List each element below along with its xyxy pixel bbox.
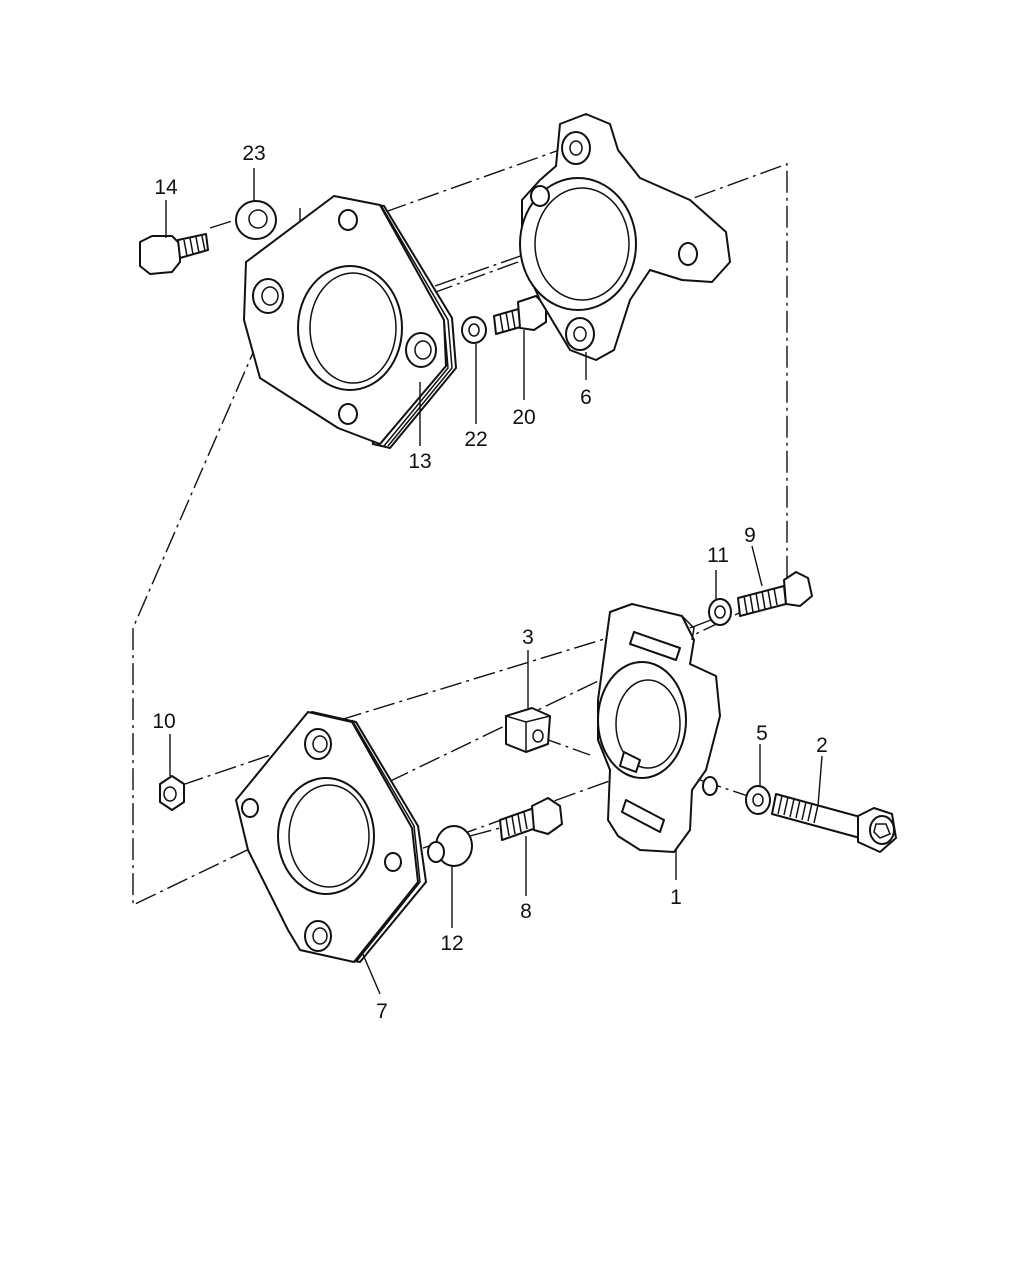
upper-assembly (132, 113, 788, 907)
part-12-bushing (427, 825, 473, 867)
callout-14: 14 (154, 176, 178, 199)
part-9-hex-bolt (737, 571, 813, 617)
part-5-washer (745, 785, 771, 815)
callout-12: 12 (440, 932, 463, 955)
callout-20: 20 (512, 406, 535, 429)
callout-group: 14 23 13 22 20 6 11 9 3 10 5 2 12 8 1 7 (152, 142, 828, 1023)
callout-23: 23 (242, 142, 265, 165)
callout-1: 1 (670, 886, 682, 909)
part-22-washer (461, 316, 487, 344)
part-2-socket-bolt (771, 793, 897, 853)
callout-11: 11 (707, 544, 729, 567)
callout-5: 5 (756, 722, 768, 745)
callout-8: 8 (520, 900, 532, 923)
callout-10: 10 (152, 710, 175, 733)
part-8-bolt (499, 797, 563, 841)
part-1-housing (597, 603, 721, 853)
part-20-bolt (493, 295, 547, 335)
part-13-flange-gasket (243, 195, 457, 449)
callout-6: 6 (580, 386, 592, 409)
part-3-square-nut (505, 707, 551, 753)
callout-2: 2 (816, 734, 828, 757)
part-7-flange-gasket (235, 711, 427, 963)
callout-7: 7 (376, 1000, 388, 1023)
part-23-spacer (235, 200, 277, 240)
part-6-carburetor-flange (519, 113, 731, 361)
part-10-nut (159, 775, 185, 811)
callout-3: 3 (522, 626, 534, 649)
callout-9: 9 (744, 524, 756, 547)
callout-22: 22 (464, 428, 487, 451)
lower-assembly (159, 571, 897, 963)
part-11-washer (708, 598, 732, 626)
callout-13: 13 (408, 450, 431, 473)
part-14-hex-bolt (139, 233, 209, 275)
